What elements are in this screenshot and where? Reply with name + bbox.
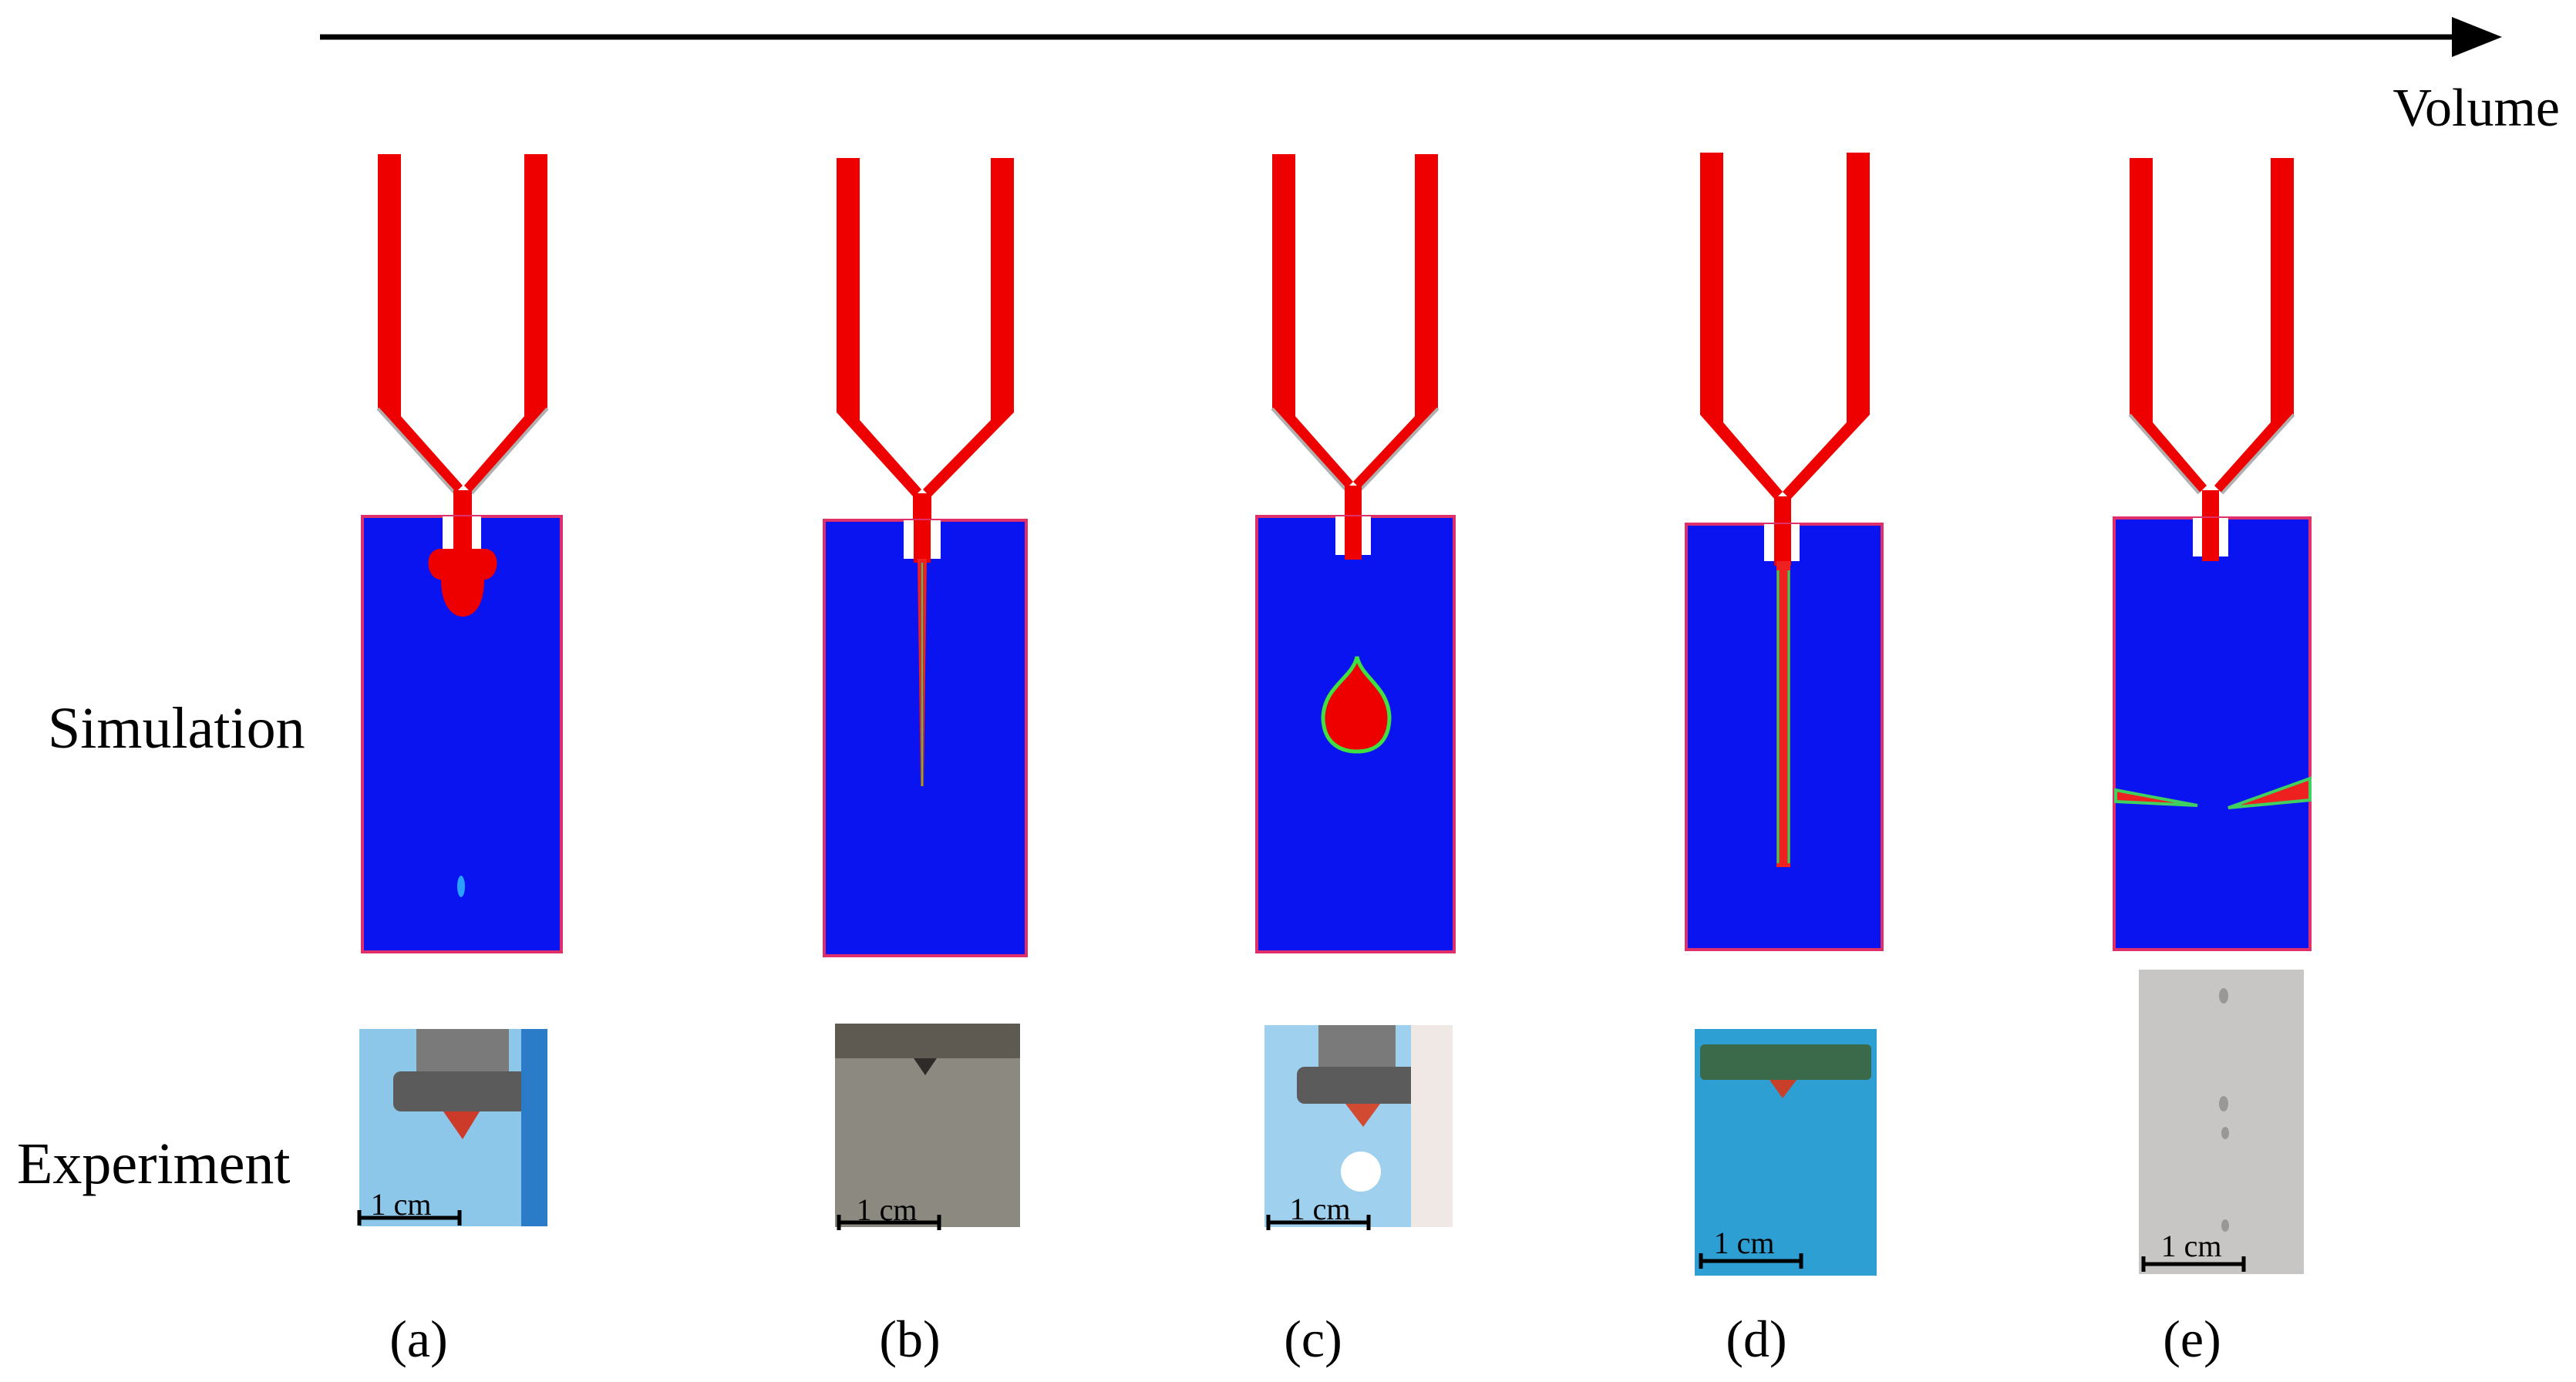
panel-label-d: (d) xyxy=(1726,1310,1786,1368)
nozzle-b xyxy=(837,158,1014,547)
photo-a xyxy=(359,1029,547,1226)
panel-label-b: (b) xyxy=(879,1310,940,1368)
panel-c: 1 cm (c) xyxy=(1255,154,1456,1368)
panel-label-a: (a) xyxy=(389,1310,447,1368)
scale-bar-b xyxy=(837,1215,941,1230)
nozzle-c xyxy=(1271,154,1440,547)
panel-label-c: (c) xyxy=(1284,1310,1342,1368)
row-label-simulation: Simulation xyxy=(48,696,305,761)
panel-label-e: (e) xyxy=(2163,1310,2221,1368)
scale-bar-label-e: 1 cm xyxy=(2161,1229,2222,1263)
sim-droplet-c xyxy=(1321,656,1392,754)
sim-domain-e xyxy=(2113,516,2312,951)
scale-bar-a xyxy=(357,1210,462,1226)
sim-jet-d xyxy=(1776,561,1790,867)
photo-d xyxy=(1695,1029,1877,1276)
scale-bar-e xyxy=(2141,1256,2246,1272)
panel-b: 1 cm (b) xyxy=(823,158,1028,1368)
panel-e: 1 cm (e) xyxy=(2113,158,2312,1368)
nozzle-d xyxy=(1700,153,1870,555)
scale-bar-label-b: 1 cm xyxy=(857,1192,918,1227)
volume-axis-label: Volume xyxy=(2393,79,2561,138)
photo-c xyxy=(1264,1025,1453,1227)
scale-bar-label-a: 1 cm xyxy=(371,1187,432,1222)
row-label-experiment: Experiment xyxy=(17,1131,291,1196)
scale-bar-d xyxy=(1699,1253,1803,1269)
sim-droplet-a xyxy=(428,549,497,617)
nozzle-a xyxy=(376,154,549,547)
scale-bar-c xyxy=(1266,1215,1371,1230)
scale-bar-label-c: 1 cm xyxy=(1290,1192,1351,1226)
nozzle-e xyxy=(2128,158,2295,547)
sim-interface-e xyxy=(2114,776,2312,809)
panel-a: 1 cm (a) xyxy=(357,154,563,1368)
volume-arrow xyxy=(320,17,2502,57)
scale-bar-label-d: 1 cm xyxy=(1714,1226,1775,1260)
panel-d: 1 cm (d) xyxy=(1685,153,1884,1368)
photo-b xyxy=(835,1024,1020,1227)
photo-e xyxy=(2139,970,2304,1274)
